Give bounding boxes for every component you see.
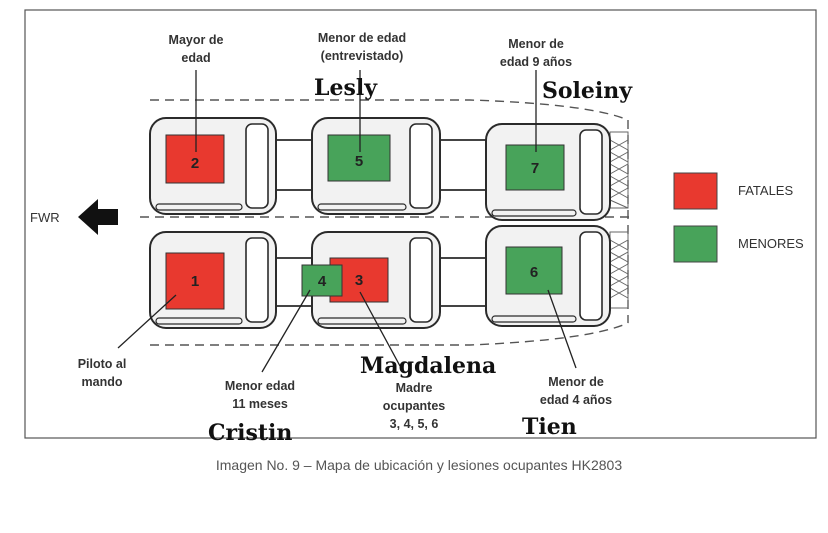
legend-swatch-minor	[673, 225, 718, 263]
seat-armrest	[491, 315, 577, 323]
seat-number-5: 5	[355, 153, 363, 170]
figure-caption: Imagen No. 9 – Mapa de ubicación y lesio…	[216, 457, 622, 473]
seat-number-7: 7	[531, 160, 539, 177]
legend: FATALES MENORES	[673, 172, 804, 263]
seat-rails	[275, 139, 486, 307]
seat-armrest	[155, 317, 243, 325]
diagram-border	[24, 9, 817, 439]
forward-arrow-icon	[78, 199, 118, 235]
name-tien: Tien	[522, 414, 577, 440]
occupant-seat-2	[165, 134, 225, 184]
seat-armrest	[317, 317, 407, 325]
name-soleiny: Soleiny	[542, 78, 633, 104]
seat-armrest	[491, 209, 577, 217]
seat-backrest	[579, 129, 603, 215]
seat-number-4: 4	[318, 273, 327, 290]
legend-label-fatal: FATALES	[738, 183, 793, 198]
direction-indicator: FWR	[30, 199, 118, 235]
seat-number-3: 3	[355, 272, 363, 289]
legend-label-minor: MENORES	[738, 236, 804, 251]
occupant-names: Lesly Soleiny Magdalena Cristin Tien	[208, 75, 633, 446]
pointer-lines	[117, 70, 577, 373]
occupant-seat-6	[505, 246, 563, 295]
occupant-seat-5	[327, 134, 391, 182]
seat-number-6: 6	[530, 264, 538, 281]
seat-armrest	[155, 203, 243, 211]
name-magdalena: Magdalena	[360, 353, 496, 379]
seat-backrest	[245, 237, 269, 323]
name-lesly: Lesly	[314, 75, 378, 101]
seat-backrest	[409, 237, 433, 323]
legend-swatch-fatal	[673, 172, 718, 210]
seats: 1 2 3 4 5 6 7	[149, 117, 611, 329]
seat-backrest	[409, 123, 433, 209]
occupant-seat-4	[301, 264, 343, 297]
seat-armrest	[317, 203, 407, 211]
seat-backrest	[245, 123, 269, 209]
rear-hatch	[609, 131, 629, 309]
label-seat5: Menor de edad(entrevistado)	[318, 31, 406, 63]
direction-label: FWR	[30, 210, 60, 225]
seat-number-1: 1	[191, 273, 199, 290]
occupant-seat-1	[165, 252, 225, 310]
seat-number-2: 2	[191, 155, 199, 172]
occupant-seat-7	[505, 144, 565, 191]
seat-backrest	[579, 231, 603, 321]
name-cristin: Cristin	[208, 420, 292, 446]
